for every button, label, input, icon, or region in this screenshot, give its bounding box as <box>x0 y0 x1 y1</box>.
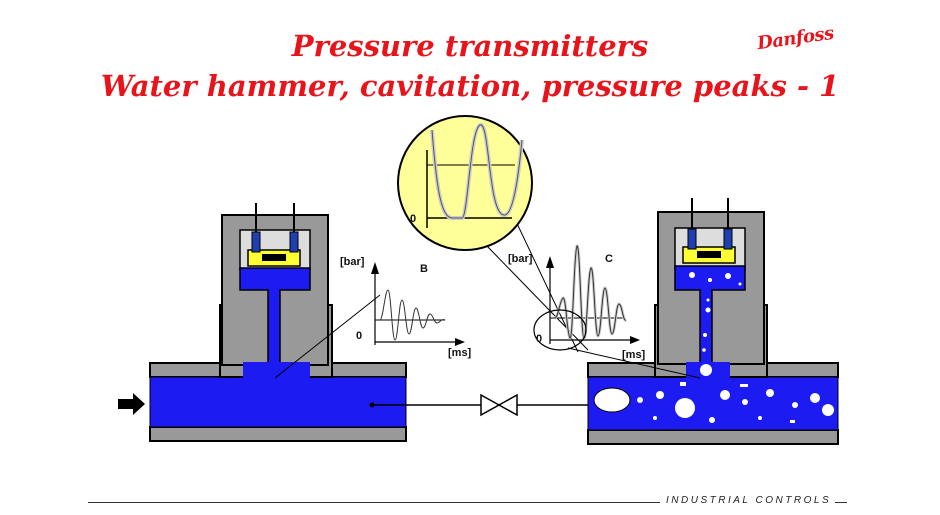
footer-rule-left <box>88 502 660 503</box>
graph-c-pointer-line <box>567 347 701 379</box>
right-assembly <box>587 198 839 445</box>
graph-b-x-unit: [ms] <box>448 347 472 359</box>
left-connector-pin-1 <box>251 231 261 253</box>
cavitation-bubbles <box>593 272 834 423</box>
valve-line <box>369 393 600 417</box>
graph-c-tag: C <box>605 253 613 265</box>
graph-b-curve <box>379 289 446 341</box>
zoom-circle <box>397 115 533 251</box>
graph-b-tag: B <box>420 263 428 275</box>
right-pipe-bottom-wall <box>587 429 839 445</box>
zoom-magnifier: 0 <box>397 115 589 353</box>
left-sensor-chip <box>262 254 286 261</box>
graph-b-y-arrow <box>371 262 379 274</box>
graph-c-curve <box>554 245 627 339</box>
left-connector-pin-2 <box>289 231 299 253</box>
valve-icon <box>480 393 518 417</box>
graph-b-y-unit: [bar] <box>340 256 365 268</box>
graph-c-curve-highlight <box>554 244 628 340</box>
graph-c-y-unit: [bar] <box>508 253 533 265</box>
graph-b-x-arrow <box>455 338 465 346</box>
right-connector-pin-1 <box>687 228 697 250</box>
graph-b-origin: 0 <box>356 330 362 342</box>
left-water-neck <box>243 362 310 380</box>
inlet-arrow-icon <box>118 393 145 415</box>
graph-c: [bar] C 0 [ms] <box>508 244 701 379</box>
title-line-2: Water hammer, cavitation, pressure peaks… <box>100 69 840 103</box>
footer-text: INDUSTRIAL CONTROLS <box>666 495 832 506</box>
graph-b: [bar] B 0 [ms] <box>274 256 472 379</box>
zoom-origin-label: 0 <box>410 213 416 225</box>
graph-c-origin: 0 <box>536 333 542 345</box>
title-line-1: Pressure transmitters <box>291 29 649 63</box>
footer-rule-right <box>835 502 847 503</box>
zoom-curve <box>431 124 523 219</box>
graph-c-x-arrow <box>630 336 640 344</box>
graph-b-pointer-line <box>274 294 381 379</box>
left-pipe-water <box>149 376 407 428</box>
graph-c-y-arrow <box>546 256 554 268</box>
left-assembly <box>118 203 407 442</box>
graph-c-zoom-ring <box>533 309 587 351</box>
left-pipe-bottom-wall <box>149 426 407 442</box>
graph-c-x-unit: [ms] <box>622 349 646 361</box>
line-end-dot <box>369 402 375 408</box>
right-connector-pin-2 <box>723 228 733 250</box>
right-sensor-chip <box>697 251 721 258</box>
